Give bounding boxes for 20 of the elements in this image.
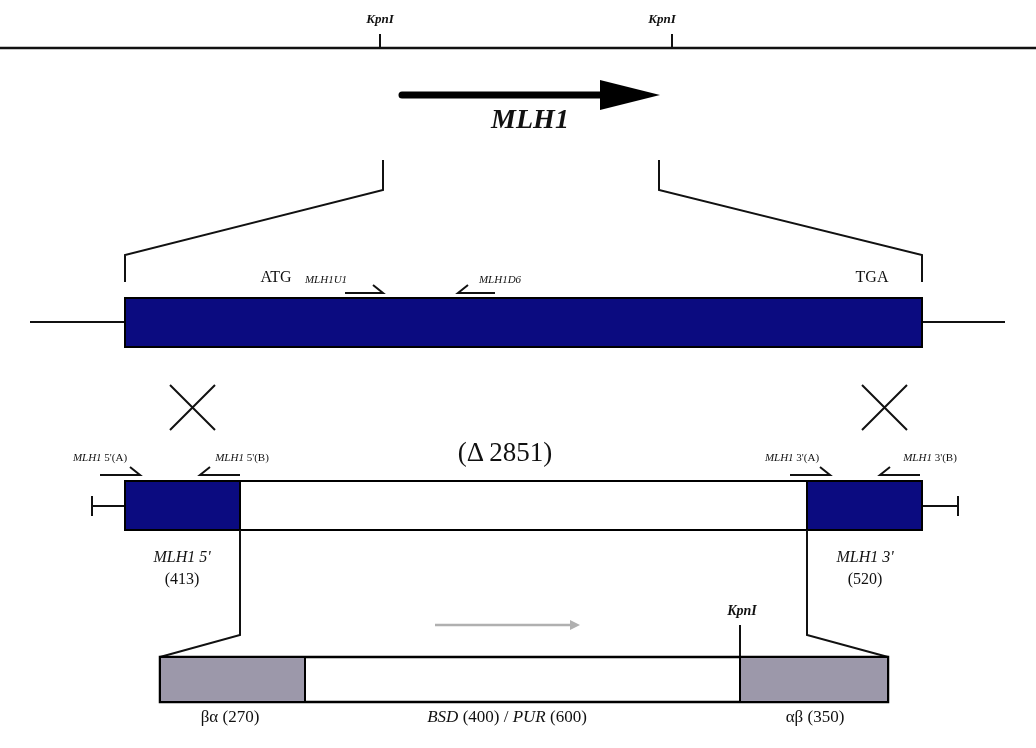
- primer-label: MLH1 3'(B): [903, 451, 957, 464]
- primer-label: MLH1 3'(A): [764, 451, 820, 464]
- codon-label: ATG: [260, 268, 292, 286]
- fragment-label: MLH1 3': [836, 548, 894, 566]
- codon-label: TGA: [855, 268, 889, 286]
- primer-label: MLH1U1: [304, 273, 348, 286]
- fragment-label: MLH1 5': [153, 548, 211, 566]
- size-label: (413): [164, 570, 200, 588]
- gene-label: MLH1: [491, 104, 569, 135]
- primer-label: MLH1 5'(B): [215, 451, 269, 464]
- restriction-site-label: KpnI: [366, 12, 394, 27]
- restriction-site-label: KpnI: [648, 12, 676, 27]
- fragment-label: BSD (400) / PUR (600): [427, 708, 587, 727]
- restriction-site-label: KpnI: [727, 603, 757, 619]
- fragment-label: βα (270): [200, 708, 260, 727]
- size-label: (520): [847, 570, 883, 588]
- primer-label: MLH1 5'(A): [72, 451, 128, 464]
- fragment-label: αβ (350): [785, 708, 845, 727]
- primer-label: MLH1D6: [478, 273, 522, 286]
- deletion-label: (Δ 2851): [457, 438, 553, 468]
